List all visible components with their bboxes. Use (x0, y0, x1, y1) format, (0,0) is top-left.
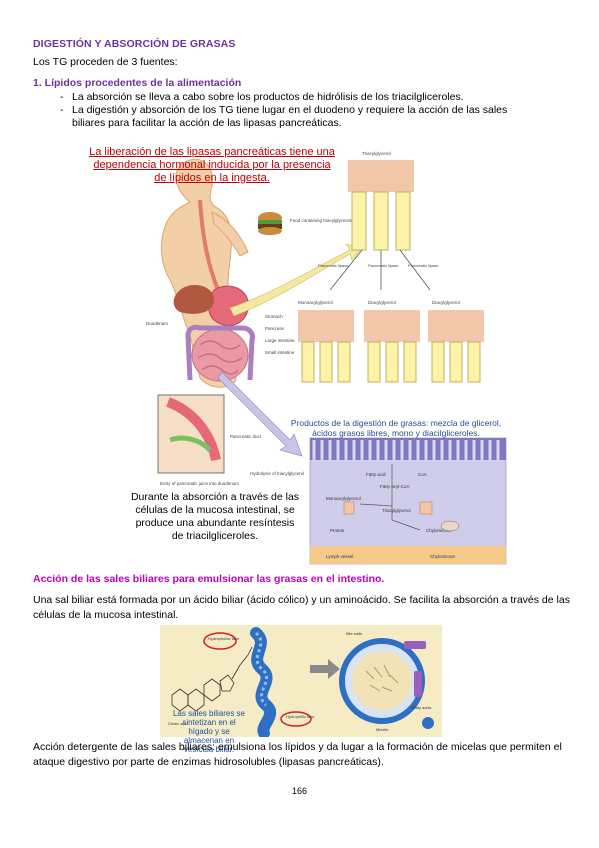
intro-text: Los TG proceden de 3 fuentes: (33, 56, 178, 68)
tg-head (348, 160, 414, 192)
liver-shape (173, 285, 214, 314)
cholic-acid-structure (171, 646, 253, 712)
lipase-arrows (329, 249, 431, 291)
resynthesis-note: Durante la absorción a través de las cél… (130, 491, 300, 542)
body-arm (211, 211, 249, 257)
stomach-label: Stomach (265, 314, 283, 319)
di-label-2: Diacylglycerol (432, 300, 460, 305)
bile-synthesis-note: Las sales biliares se sintetizan en el h… (172, 709, 246, 754)
entry-label: Entry of pancreatic juice into duodenum (160, 481, 239, 486)
food-burger-icon (258, 212, 282, 235)
fatty-acid-label: Fatty acid (366, 472, 386, 477)
page-number: 166 (291, 786, 308, 796)
lymph-label: Lymph vessel (326, 554, 353, 559)
triacyl-in-label: Triacylglycerol (382, 508, 411, 513)
chylomicron-label: Chylomicron (426, 528, 452, 533)
bullet-text: biliares para facilitar la acción de las… (72, 117, 342, 129)
digestion-arrow (229, 243, 363, 317)
fatty-label: Fatty acids (412, 705, 431, 710)
monoacyl-in-label: Monoacylglycerol (326, 496, 361, 501)
large-intestine-label: Large intestine (265, 338, 295, 343)
fatty-acyl-label: Fatty acyl-CoA (380, 484, 410, 489)
bullet-item: - La absorción se lleva a cabo sobre los… (60, 91, 572, 104)
bile-salt-figure: Hydrophobic face Hydrophilic face Cholic… (160, 625, 442, 737)
lipase-label-3: Pancreatic lipase (408, 263, 439, 268)
coa-label: CoA (418, 472, 427, 477)
section2-heading: Acción de las sales biliares para emulsi… (33, 573, 385, 585)
lipase-glyph-2 (414, 671, 422, 697)
bullet-dash: - (60, 104, 64, 116)
microvilli (310, 438, 506, 460)
duodenum-label: Duodenum (146, 321, 168, 326)
micelle-label: Micelle (376, 727, 389, 732)
monoacylglycerol-molecule: Monoacylglycerol (298, 300, 354, 383)
diacylglycerol-molecule-2: Diacylglycerol (428, 300, 484, 383)
duodenum-tube (166, 397, 221, 462)
mono-label: Monoacylglycerol (298, 300, 333, 305)
bullet-item: biliares para facilitar la acción de las… (72, 117, 572, 130)
cholic-label: Cholic acid (168, 721, 188, 726)
digestion-figure: Food containing triacylglycerols Stomach… (146, 151, 507, 565)
tg-label: Triacylglycerol (362, 151, 391, 156)
diacylglycerol-molecule: Diacylglycerol (364, 300, 420, 383)
di-label-1: Diacylglycerol (368, 300, 396, 305)
hydrophilic-circle (280, 711, 312, 727)
hormonal-dependency-note: La liberación de las lipasas pancreática… (89, 146, 335, 184)
micelle-core (352, 651, 412, 711)
tg-chains (351, 191, 411, 251)
chylo-bottom-label: Chylomicron (430, 554, 456, 559)
colipase-glyph (422, 717, 434, 729)
detergent-caption: Acción detergente de las sales biliares:… (33, 741, 562, 768)
pancreas-label: Pancreas (265, 326, 285, 331)
digestion-products-note: Productos de la digestión de grasas: mez… (290, 418, 502, 438)
bile-salt-helix-highlight (254, 631, 269, 707)
pancreas-tissue (169, 435, 212, 452)
lipase-label-2: Pancreatic lipase (368, 263, 399, 268)
bullet-text: La absorción se lleva a cabo sobre los p… (72, 91, 464, 103)
micelle-lipids (365, 664, 399, 692)
chylomicron-glyph (440, 520, 460, 532)
protein-label: Protein (330, 528, 345, 533)
large-intestine-shape (185, 324, 255, 381)
bullet-text: La digestión y absorción de los TG tiene… (72, 104, 508, 116)
monoacyl-glyph (343, 501, 355, 515)
bile-salt-paragraph: Una sal biliar está formada por un ácido… (33, 594, 570, 621)
emulsify-arrow (310, 659, 340, 679)
bile-salts-label: Bile salts (346, 631, 362, 636)
hydrolysis-label: Hydrolysis of triacylglycerol (250, 471, 304, 476)
pancreatic-duct-label: Pancreatic duct (230, 434, 262, 439)
hydrophobic-label: Hydrophobic face (208, 636, 240, 641)
intestines-shape (191, 328, 249, 382)
bullet-item: - La digestión y absorción de los TG tie… (60, 104, 572, 117)
triacyl-glyph (419, 501, 433, 515)
hydrophilic-label: Hydrophilic face (286, 714, 315, 719)
lipase-label-1: Pancreatic lipase (318, 263, 349, 268)
page-title: DIGESTIÓN Y ABSORCIÓN DE GRASAS (33, 38, 236, 50)
bullet-dash: - (60, 91, 64, 103)
section1-heading: 1. Lípidos procedentes de la alimentació… (33, 77, 242, 89)
lymph-band (310, 546, 506, 564)
absorption-arrow (217, 371, 303, 457)
food-label: Food containing triacylglycerols (290, 218, 354, 223)
lipase-glyph (404, 641, 426, 649)
hydrophobic-circle (203, 632, 237, 650)
pathway-lines (359, 464, 421, 531)
esophagus-shape (198, 199, 220, 291)
small-intestine-label: Small intestine (265, 350, 295, 355)
small-intestine-coils (197, 340, 243, 375)
